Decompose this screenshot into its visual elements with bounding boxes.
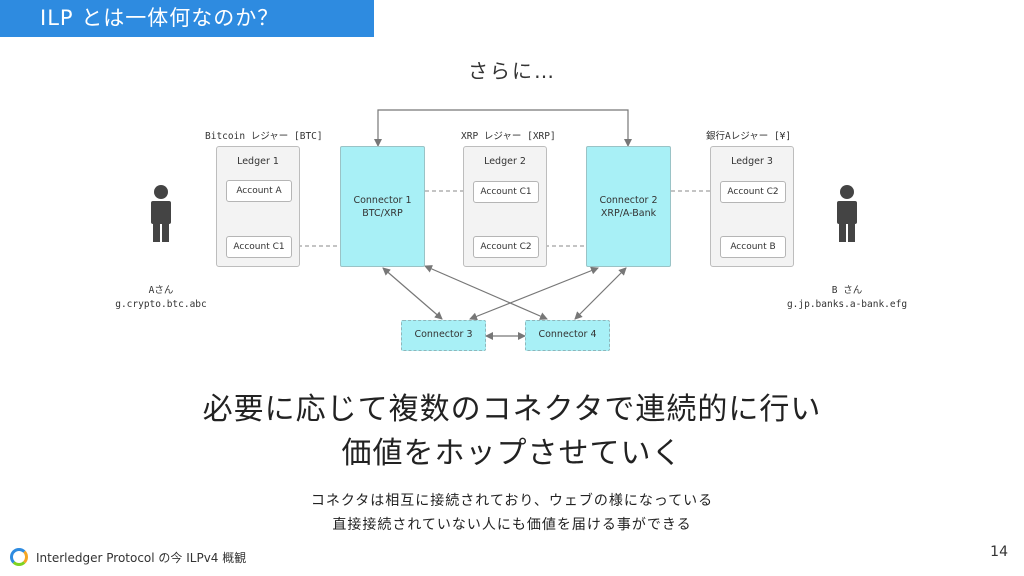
ledger-2: Ledger 2 Account C1 Account C2 — [463, 146, 547, 267]
connector-1-pair: BTC/XRP — [362, 208, 403, 219]
ledger-1: Ledger 1 Account A Account C1 — [216, 146, 300, 267]
mesh-c1-c4 — [424, 265, 548, 320]
connector-3: Connector 3 — [401, 320, 486, 351]
connector-1: Connector 1 BTC/XRP — [340, 146, 425, 267]
person-b-name: B さん — [831, 285, 863, 296]
person-a-name: Aさん — [148, 285, 174, 296]
footer: Interledger Protocol の今 ILPv4 概観 — [10, 546, 246, 568]
mesh-c2-c4 — [574, 267, 627, 320]
person-a-address: g.crypto.btc.abc — [115, 299, 207, 310]
ledger-1-label: Bitcoin レジャー [BTC] — [205, 131, 323, 142]
slide-subtitle: さらに… — [468, 59, 556, 83]
interledger-logo-icon — [10, 548, 28, 566]
slide-title: ILP とは一体何なのか？ — [0, 0, 374, 37]
connector-4: Connector 4 — [525, 320, 610, 351]
page-number: 14 — [990, 544, 1008, 560]
person-b-icon — [837, 185, 857, 242]
connector-1-2-link — [374, 109, 632, 147]
ledger-1-account-c1: Account C1 — [226, 236, 292, 258]
connector-2-name: Connector 2 — [599, 195, 658, 206]
connector-1-name: Connector 1 — [353, 195, 412, 206]
ledger-2-account-c2: Account C2 — [473, 236, 539, 258]
person-a-icon — [151, 185, 171, 242]
person-b-address: g.jp.banks.a-bank.efg — [786, 299, 908, 310]
ledger-1-title: Ledger 1 — [237, 156, 279, 167]
main-message-line-1: 必要に応じて複数のコネクタで連続的に行い — [202, 392, 822, 427]
main-message-line-2: 価値をホップさせていく — [341, 436, 683, 471]
ledger-3-label: 銀行Aレジャー [¥] — [706, 131, 792, 142]
ledger-2-account-c1: Account C1 — [473, 181, 539, 203]
ledger-2-title: Ledger 2 — [484, 156, 526, 167]
ledger-2-label: XRP レジャー [XRP] — [461, 131, 556, 142]
note-line-2: 直接接続されていない人にも価値を届ける事ができる — [332, 517, 692, 533]
connector-2: Connector 2 XRP/A-Bank — [586, 146, 671, 267]
person-a-label: Aさん g.crypto.btc.abc — [111, 282, 211, 310]
person-b-label: B さん g.jp.banks.a-bank.efg — [777, 282, 917, 310]
ledger-3: Ledger 3 Account C2 Account B — [710, 146, 794, 267]
footer-text: Interledger Protocol の今 ILPv4 概観 — [36, 550, 247, 565]
ledger-3-account-c2: Account C2 — [720, 181, 786, 203]
connector-3-name: Connector 3 — [414, 329, 473, 340]
ledger-1-account-a: Account A — [226, 180, 292, 202]
note-line-1: コネクタは相互に接続されており、ウェブの様になっている — [310, 493, 714, 509]
ledger-3-account-b: Account B — [720, 236, 786, 258]
connector-2-pair: XRP/A-Bank — [600, 208, 657, 219]
connector-4-name: Connector 4 — [538, 329, 597, 340]
ledger-3-title: Ledger 3 — [731, 156, 773, 167]
mesh-c1-c3 — [382, 267, 443, 320]
